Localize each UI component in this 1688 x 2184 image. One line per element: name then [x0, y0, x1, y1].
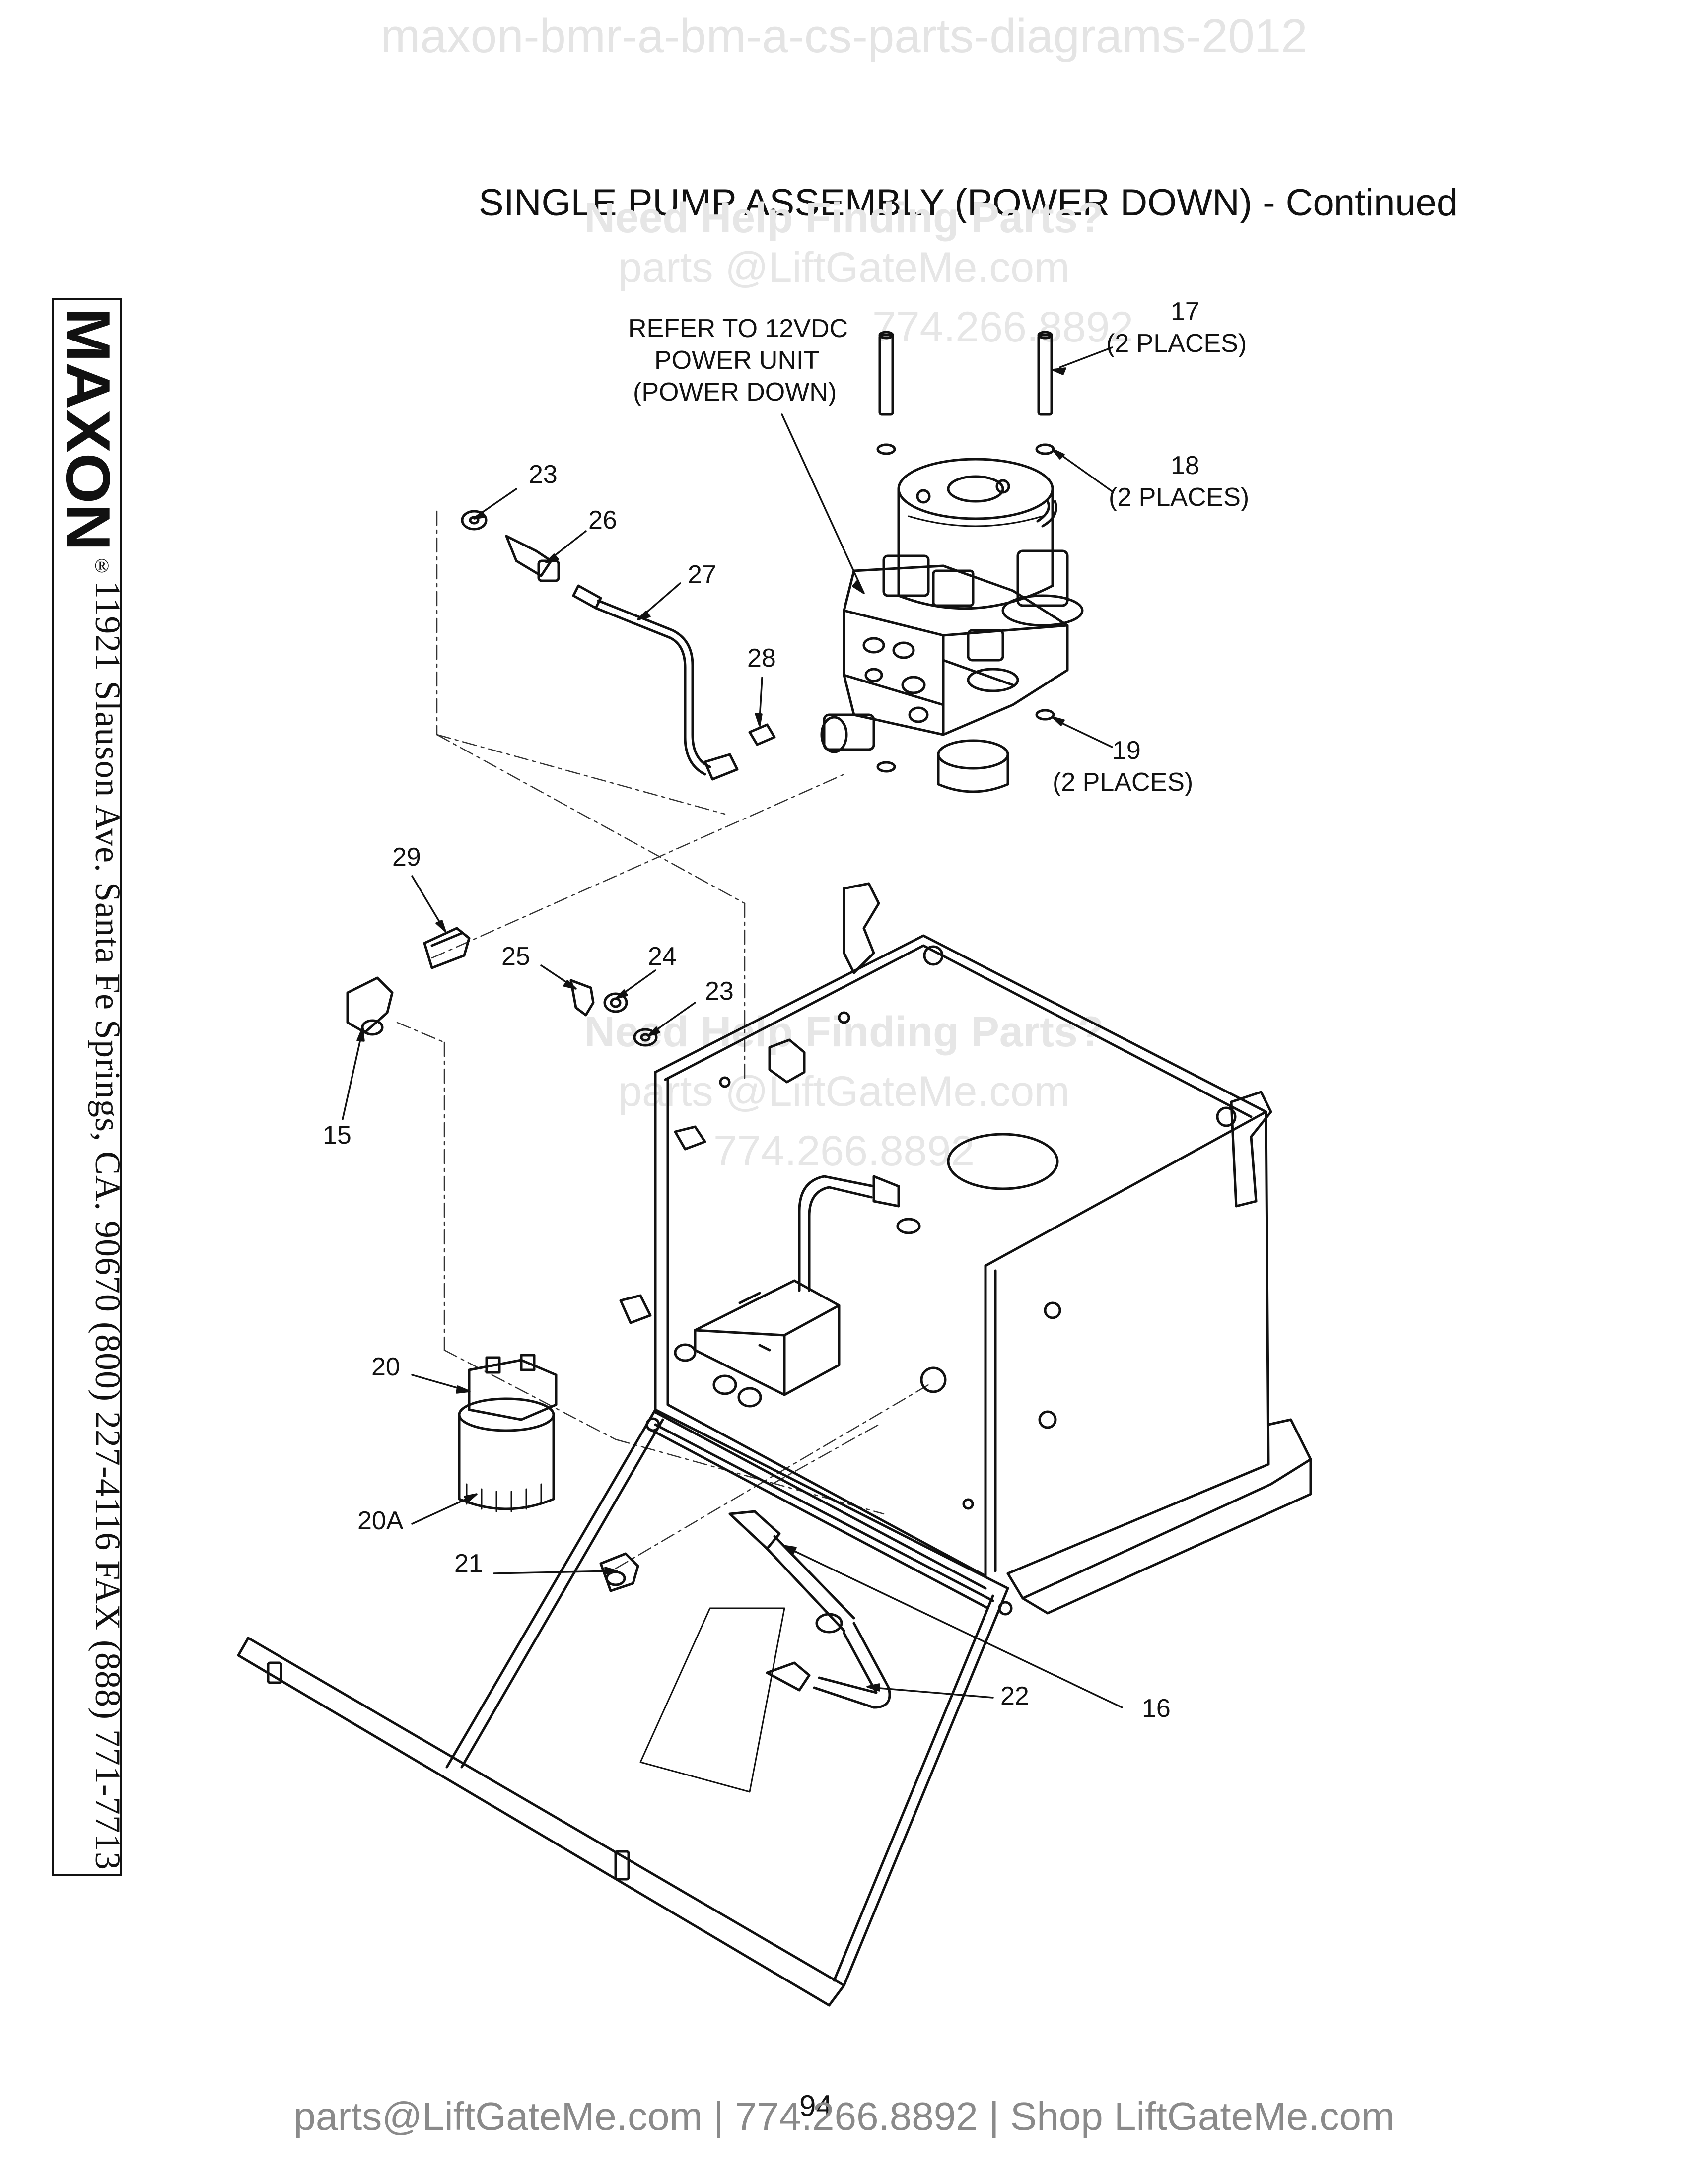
callout-23-top: 23	[529, 460, 558, 489]
registered-mark: ®	[94, 554, 110, 577]
watermark-phone-1: 774.266.8892	[872, 303, 1134, 351]
watermark-phone-2: 774.266.8892	[713, 1127, 975, 1175]
callout-24: 24	[648, 942, 677, 971]
callout-20: 20	[371, 1353, 400, 1381]
svg-text:MAXON: MAXON	[56, 308, 120, 551]
callout-28: 28	[747, 644, 776, 673]
refer-note-line-2: POWER UNIT	[654, 346, 820, 375]
power-unit	[820, 458, 1084, 793]
page-title: SINGLE PUMP ASSEMBLY (POWER DOWN) - Cont…	[478, 182, 1458, 224]
callout-17-note: (2 PLACES)	[1106, 329, 1247, 358]
callout-18-note: (2 PLACES)	[1109, 483, 1250, 512]
callout-23-lower: 23	[705, 977, 734, 1006]
callout-26: 26	[588, 506, 617, 535]
callout-19: 19	[1112, 736, 1141, 765]
callout-16: 16	[1142, 1694, 1171, 1723]
header-watermark: maxon-bmr-a-bm-a-cs-parts-diagrams-2012	[380, 9, 1308, 63]
callout-21: 21	[454, 1549, 483, 1578]
page-number: 94	[799, 2089, 833, 2122]
filter-assembly	[458, 1354, 558, 1512]
callout-20a: 20A	[357, 1506, 404, 1535]
watermark-email-2: parts @LiftGateMe.com	[618, 1068, 1070, 1115]
refer-note-line-3: (POWER DOWN)	[633, 378, 837, 407]
callout-15: 15	[323, 1121, 352, 1150]
watermark-help-1: Need Help Finding Parts?	[584, 194, 1104, 242]
refer-note-line-1: REFER TO 12VDC	[628, 314, 848, 343]
hinged-cover	[237, 1408, 1013, 2007]
callout-19-note: (2 PLACES)	[1053, 768, 1194, 797]
upper-fittings	[461, 510, 776, 781]
watermark-help-2: Need Help Finding Parts?	[584, 1008, 1104, 1056]
callout-27: 27	[688, 560, 716, 589]
phantom-lines	[396, 510, 929, 1570]
callout-17: 17	[1171, 297, 1199, 326]
maxon-logo: MAXON	[56, 308, 120, 551]
footer-contact: parts@LiftGateMe.com | 774.266.8892 | Sh…	[293, 2094, 1395, 2138]
watermark-email-1: parts @LiftGateMe.com	[618, 244, 1070, 291]
callout-29: 29	[392, 843, 421, 872]
enclosure-box	[619, 882, 1312, 1615]
callout-25: 25	[501, 942, 530, 971]
callout-22: 22	[1000, 1682, 1029, 1710]
leader-lines	[342, 346, 1123, 1708]
callout-18: 18	[1171, 451, 1199, 480]
address-sidebar	[52, 298, 122, 1876]
